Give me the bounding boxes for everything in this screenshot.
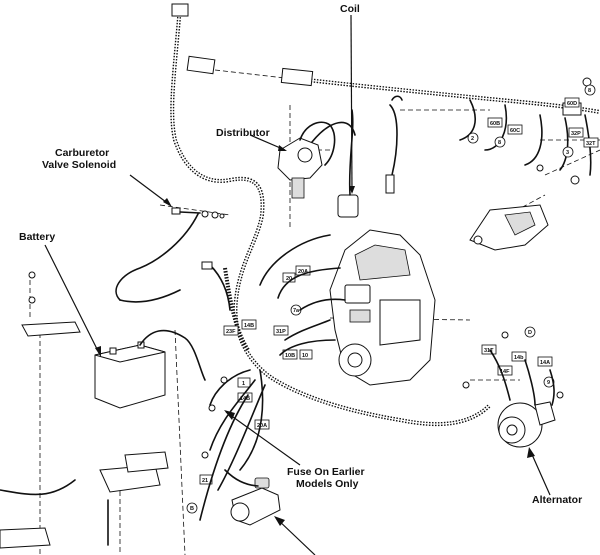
starter-motor — [224, 469, 281, 526]
tag-8a: 8 — [584, 84, 596, 96]
tag-7a: 7a — [290, 304, 302, 316]
svg-text:31T: 31T — [484, 348, 494, 354]
label-distributor: Distributor — [216, 127, 270, 139]
carburetor-solenoid — [115, 207, 225, 303]
svg-text:8: 8 — [588, 88, 591, 94]
svg-text:14B: 14B — [244, 323, 254, 329]
label-carburetor-2: Valve Solenoid — [42, 159, 116, 171]
tag-31T: 31T — [481, 344, 497, 355]
battery-tray — [0, 451, 169, 549]
svg-text:20A: 20A — [257, 423, 267, 429]
svg-text:20: 20 — [286, 276, 292, 282]
svg-text:60D: 60D — [567, 101, 577, 107]
tag-9: 9 — [543, 376, 555, 388]
label-coil: Coil — [340, 3, 360, 15]
tag-31P: 31P — [273, 325, 289, 336]
tag-1: 1 — [237, 377, 251, 388]
svg-text:32P: 32P — [571, 131, 581, 137]
coil — [337, 95, 403, 218]
svg-text:60B: 60B — [490, 121, 500, 127]
wire-tags: 60B 60C 60D 32P 32T 8 2 3 8 20A 20 7a 31… — [186, 84, 599, 514]
svg-text:7a: 7a — [293, 308, 300, 314]
tag-14F: 14F — [497, 365, 513, 376]
svg-text:20A: 20A — [298, 269, 308, 275]
svg-text:1: 1 — [242, 381, 245, 387]
tag-D: D — [524, 326, 536, 338]
svg-text:D: D — [528, 330, 532, 336]
label-carburetor-1: Carburetor — [55, 147, 109, 159]
svg-text:10: 10 — [302, 353, 308, 359]
tag-32T: 32T — [583, 137, 599, 148]
right-branch-wires — [459, 99, 592, 185]
main-harness — [170, 3, 600, 427]
tag-14b: 14b — [511, 351, 527, 362]
label-battery: Battery — [19, 231, 55, 243]
svg-text:23F: 23F — [226, 329, 236, 335]
harness-top-connector — [171, 3, 189, 17]
alternator — [462, 331, 564, 448]
svg-text:14A: 14A — [540, 360, 550, 366]
label-fuse-1: Fuse On Earlier — [287, 466, 365, 478]
tag-8b: 8 — [494, 136, 506, 148]
svg-text:10B: 10B — [285, 353, 295, 359]
distributor — [277, 121, 356, 199]
svg-text:8: 8 — [498, 140, 501, 146]
component-labels: Coil Distributor Carburetor Valve Soleno… — [19, 3, 582, 506]
engine-block — [329, 229, 436, 386]
svg-text:B: B — [190, 506, 194, 512]
bracket-assembly — [469, 204, 549, 251]
tag-14B: 14B — [241, 319, 257, 330]
svg-text:14b: 14b — [514, 355, 524, 361]
svg-text:21: 21 — [202, 478, 208, 484]
tag-60B: 60B — [487, 117, 503, 128]
tag-60D: 60D — [564, 97, 580, 108]
svg-text:60C: 60C — [510, 128, 520, 134]
svg-text:32T: 32T — [586, 141, 596, 147]
tag-3: 3 — [562, 146, 574, 158]
callout-arrows — [44, 14, 551, 555]
battery — [21, 271, 206, 409]
tag-60C: 60C — [507, 124, 523, 135]
svg-text:31P: 31P — [276, 329, 286, 335]
tag-B: B — [186, 502, 198, 514]
tag-10: 10 — [299, 349, 313, 360]
svg-text:2: 2 — [471, 136, 474, 142]
svg-text:3: 3 — [566, 150, 569, 156]
label-fuse-2: Models Only — [296, 478, 359, 490]
svg-text:9: 9 — [547, 380, 550, 386]
label-alternator: Alternator — [532, 494, 582, 506]
center-wires — [199, 234, 346, 521]
tag-2: 2 — [467, 132, 479, 144]
svg-text:14F: 14F — [500, 369, 510, 375]
tag-23F: 23F — [223, 325, 239, 336]
tag-32P: 32P — [568, 127, 584, 138]
tag-10B: 10B — [282, 349, 298, 360]
tag-20A: 20A — [295, 265, 311, 276]
tag-14A: 14A — [537, 356, 553, 367]
top-connectors — [186, 55, 592, 116]
